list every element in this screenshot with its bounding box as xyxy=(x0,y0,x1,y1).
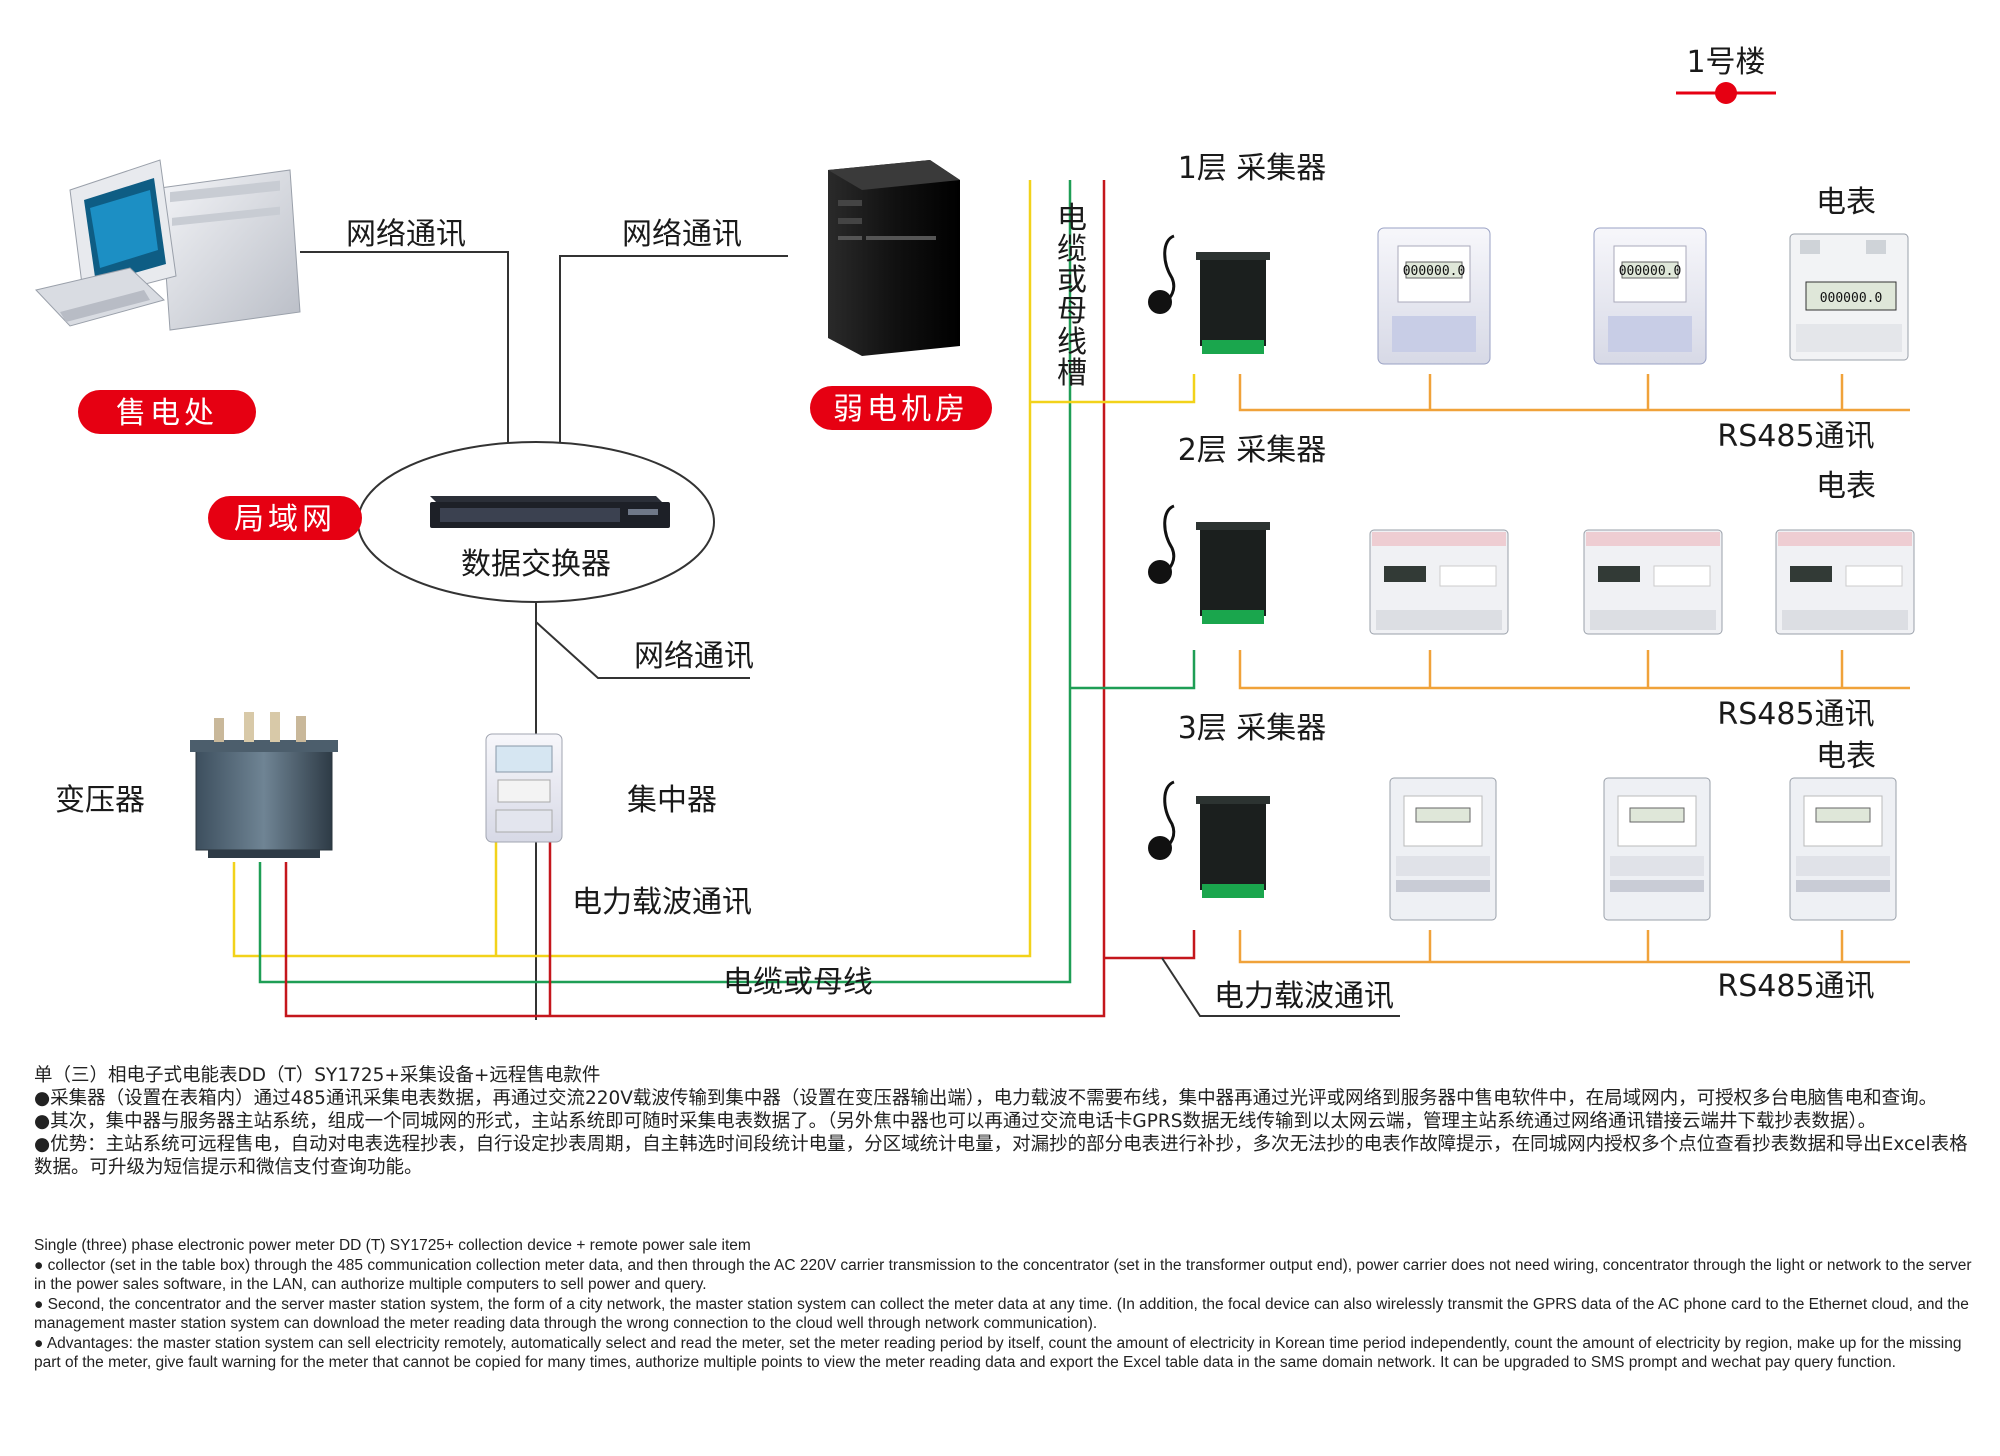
net-comm-label-2: 网络通讯 xyxy=(622,217,742,252)
net-comm-label-3: 网络通讯 xyxy=(634,639,754,674)
description-en-title: Single (three) phase electronic power me… xyxy=(34,1237,751,1254)
meter-reading: 000000.0 xyxy=(1820,291,1883,306)
meter-reading: 000000.0 xyxy=(1403,264,1466,279)
meter-label-floor-1: 电表 xyxy=(1816,185,1876,220)
red-cable xyxy=(284,180,1106,1018)
server-room-label: 弱电机房 xyxy=(833,392,969,427)
description-en-para-1: ● collector (set in the table box) throu… xyxy=(34,1256,1972,1294)
meter-f3-3 xyxy=(1789,777,1897,921)
concentrator-label: 集中器 xyxy=(627,783,717,818)
power-cables xyxy=(232,180,1196,1018)
server-room-pill: 弱电机房 xyxy=(810,386,992,430)
plc-callout-line xyxy=(1161,957,1400,1017)
meter-f2-2 xyxy=(1583,529,1723,635)
building-marker: 1号楼 xyxy=(1676,45,1776,104)
server-tower-icon xyxy=(828,160,960,356)
plc-comm-label-2: 电力载波通讯 xyxy=(1214,979,1394,1014)
transformer-icon xyxy=(190,712,338,858)
meter-label-floor-2: 电表 xyxy=(1816,469,1876,504)
transformer-label: 变压器 xyxy=(55,783,145,818)
description-cn-para-2: ●其次，集中器与服务器主站系统，组成一个同城网的形式，主站系统即可随时采集电表数… xyxy=(34,1111,1877,1132)
collector-floor-2-icon xyxy=(1148,504,1270,624)
concentrator-icon xyxy=(485,733,563,843)
building-label: 1号楼 xyxy=(1686,45,1765,80)
sales-office-label: 售电处 xyxy=(116,396,218,431)
meter-f1-1: 000000.0 xyxy=(1377,227,1491,365)
description-en-para-3: ● Advantages: the master station system … xyxy=(34,1334,1962,1372)
bus-label-floor-3: RS485通讯 xyxy=(1717,969,1874,1004)
meter-f1-3: 000000.0 xyxy=(1789,233,1909,361)
description-cn-para-1: ●采集器（设置在表箱内）通过485通讯采集电表数据，再通过交流220V载波传输到… xyxy=(34,1088,1938,1109)
meter-label-floor-3: 电表 xyxy=(1816,739,1876,774)
meter-reading: 000000.0 xyxy=(1619,264,1682,279)
yellow-cable xyxy=(232,180,1032,958)
collector-label-floor-3: 3层 采集器 xyxy=(1178,711,1327,746)
meter-f2-3 xyxy=(1775,529,1915,635)
network-switch-icon xyxy=(357,441,715,603)
description-en-para-2: ● Second, the concentrator and the serve… xyxy=(34,1295,1969,1333)
description-chinese: 单（三）相电子式电能表DD（T）SY1725+采集设备+远程售电款件 ●采集器（… xyxy=(34,1064,1984,1179)
bus-label-floor-2: RS485通讯 xyxy=(1717,697,1874,732)
bus-label-floor-1: RS485通讯 xyxy=(1717,419,1874,454)
lan-label: 局域网 xyxy=(234,502,336,537)
meter-f3-1 xyxy=(1389,777,1497,921)
green-cable xyxy=(258,180,1072,984)
collector-label-floor-2: 2层 采集器 xyxy=(1178,433,1327,468)
lan-pill: 局域网 xyxy=(208,496,362,540)
switch-label: 数据交换器 xyxy=(461,547,611,582)
description-cn-title: 单（三）相电子式电能表DD（T）SY1725+采集设备+远程售电款件 xyxy=(34,1065,601,1086)
meter-f1-2: 000000.0 xyxy=(1593,227,1707,365)
meter-f3-2 xyxy=(1603,777,1711,921)
collector-label-floor-1: 1层 采集器 xyxy=(1178,151,1327,186)
cable-bus-label: 电缆或母线 xyxy=(723,965,873,1000)
net-comm-label-1: 网络通讯 xyxy=(346,217,466,252)
desktop-pc-icon xyxy=(35,159,301,331)
description-cn-para-3: ●优势：主站系统可远程售电，自动对电表选程抄表，自行设定抄表周期，自主韩选时间段… xyxy=(34,1134,1968,1178)
description-english: Single (three) phase electronic power me… xyxy=(34,1236,1984,1373)
collector-floor-1-icon xyxy=(1148,234,1270,354)
sales-office-pill: 售电处 xyxy=(78,390,256,434)
collector-floor-3-icon xyxy=(1148,780,1270,898)
rs485-buses xyxy=(1238,374,1910,964)
meter-f2-1 xyxy=(1369,529,1509,635)
plc-comm-label-1: 电力载波通讯 xyxy=(572,885,752,920)
cable-vertical-label: 电缆或母线槽 xyxy=(1057,201,1087,391)
